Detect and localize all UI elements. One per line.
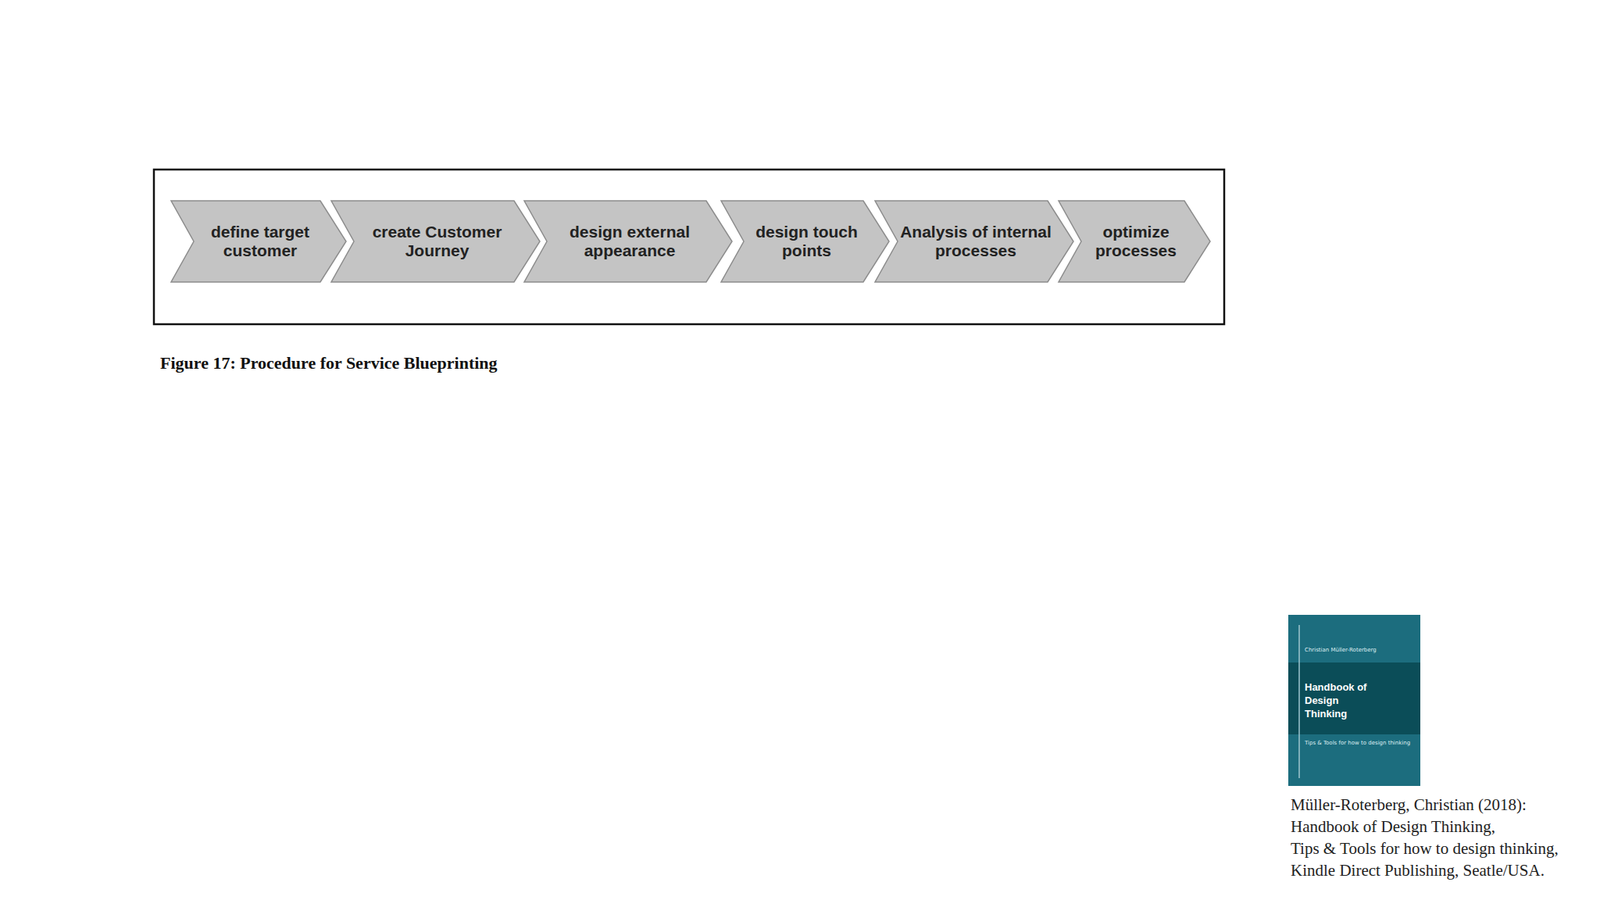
step-label: design touch points — [745, 222, 868, 261]
step-label: create Customer Journey — [355, 222, 519, 261]
process-chevron: design touch points — [720, 200, 890, 283]
citation-line: Müller-Roterberg, Christian (2018): — [1290, 795, 1527, 815]
book-cover — [1288, 614, 1421, 786]
step-label: Analysis of internal processes — [899, 222, 1053, 261]
step-label: optimize processes — [1082, 222, 1190, 261]
process-chevron: create Customer Journey — [330, 200, 541, 283]
process-chevron: design external appearance — [523, 200, 733, 283]
frame-border — [153, 169, 1225, 325]
step-label: design external appearance — [548, 222, 711, 261]
figure-caption: Figure 17: Procedure for Service Bluepri… — [160, 353, 498, 374]
cover-author: Christian Müller-Roterberg — [1304, 646, 1377, 654]
citation-line: Handbook of Design Thinking, — [1290, 817, 1496, 837]
cover-title: Handbook of Design Thinking — [1304, 681, 1383, 722]
citation-line: Kindle Direct Publishing, Seatle/USA. — [1290, 860, 1545, 881]
process-chevron: optimize processes — [1057, 200, 1211, 283]
step-label: define target customer — [195, 222, 325, 261]
process-chevron: define target customer — [170, 200, 347, 283]
citation-line: Tips & Tools for how to design thinking, — [1290, 839, 1559, 859]
cover-subtitle: Tips & Tools for how to design thinking — [1304, 739, 1411, 747]
process-chevron: Analysis of internal processes — [874, 200, 1075, 283]
